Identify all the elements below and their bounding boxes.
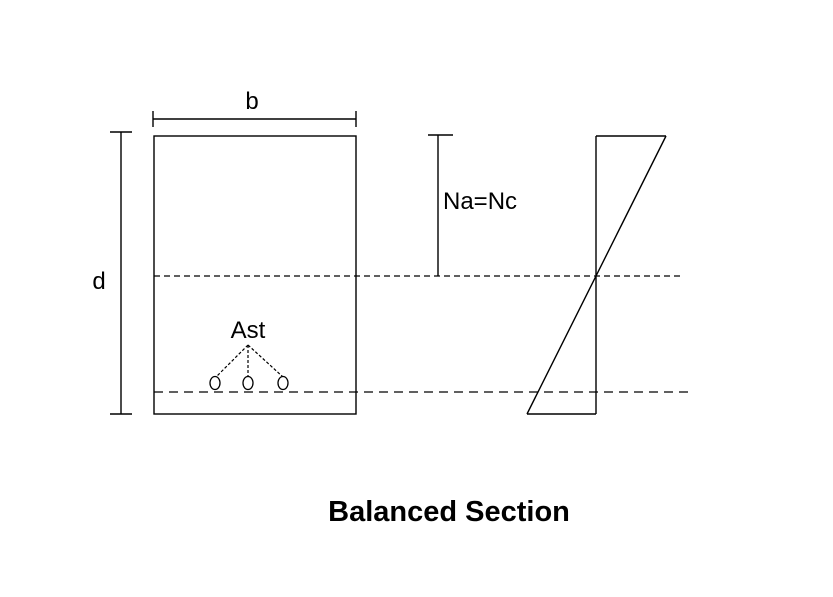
neutral-axis-dimension (428, 134, 453, 276)
rebar-circle (209, 375, 221, 391)
reinforcement-bars (209, 375, 289, 391)
rebar-circle (242, 375, 254, 391)
depth-dimension (110, 131, 132, 415)
depth-label: d (92, 268, 105, 295)
steel-area-label: Ast (231, 317, 266, 344)
width-dimension (152, 111, 357, 127)
steel-leader-lines (215, 344, 284, 378)
diagram-title: Balanced Section (328, 496, 570, 528)
rebar-circle (277, 375, 289, 391)
beam-cross-section (153, 135, 357, 415)
neutral-axis-label: Na=Nc (443, 188, 517, 215)
width-label: b (245, 88, 258, 115)
strain-diagram (526, 135, 667, 415)
